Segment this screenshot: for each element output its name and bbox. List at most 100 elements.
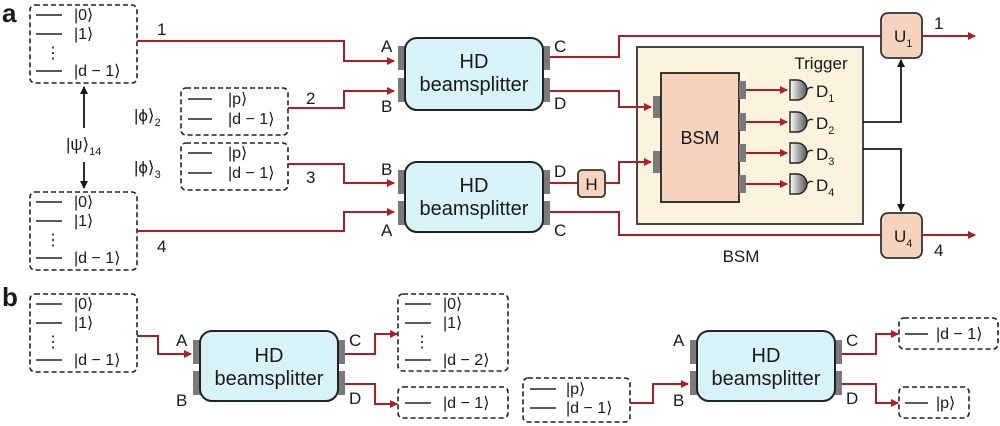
b-wire-d-left xyxy=(345,383,398,408)
b-wire-d-right xyxy=(842,383,899,407)
level-label: |p⟩ xyxy=(228,145,247,162)
trigger-signal-u1 xyxy=(863,59,905,123)
wire-d-to-bsm xyxy=(550,90,652,111)
level-label: |d − 1⟩ xyxy=(566,400,612,417)
level-label: |d − 1⟩ xyxy=(228,165,274,182)
trigger-signal-u4 xyxy=(863,148,905,212)
hd-beamsplitter-top: HD beamsplitter A B C D xyxy=(381,37,566,116)
wire-label-3: 3 xyxy=(306,168,315,187)
wire-4 xyxy=(137,208,395,232)
port-d: D xyxy=(554,162,566,181)
wire-c-to-u1 xyxy=(550,35,881,58)
wire-h-to-bsm xyxy=(605,158,652,184)
level-label: |p⟩ xyxy=(566,381,585,398)
trigger-label: Trigger xyxy=(794,54,848,73)
port-b: B xyxy=(381,97,392,116)
port-a: A xyxy=(176,331,188,350)
level-label: |1⟩ xyxy=(74,213,93,230)
level-label: |d − 2⟩ xyxy=(443,352,489,369)
port-c: C xyxy=(554,37,566,56)
panel-label-b: b xyxy=(2,282,18,312)
level-label: |d − 1⟩ xyxy=(228,111,274,128)
panel-label-a: a xyxy=(2,0,17,28)
port-d: D xyxy=(554,94,566,113)
level-label: |1⟩ xyxy=(443,315,462,332)
b-output-d-right-box: |p⟩ xyxy=(898,386,970,419)
bs-title: HD xyxy=(752,345,781,367)
unitary-label: U1 xyxy=(894,27,912,50)
detector-d1: D1 xyxy=(789,79,834,105)
hadamard-gate: H xyxy=(577,169,606,198)
level-label: |1⟩ xyxy=(74,315,93,332)
bs-subtitle: beamsplitter xyxy=(420,74,529,96)
b-wire-c-left xyxy=(345,330,398,355)
ellipsis: ⋮ xyxy=(45,232,61,249)
level-label: |0⟩ xyxy=(443,296,462,313)
bs-subtitle: beamsplitter xyxy=(420,198,529,220)
level-label: |d − 1⟩ xyxy=(74,250,120,267)
output-label-4: 4 xyxy=(934,241,943,260)
port-a: A xyxy=(673,331,685,350)
unitary-u1: U1 xyxy=(880,12,923,59)
phi2-box: |p⟩ |d − 1⟩ xyxy=(180,87,289,136)
unitary-label: U4 xyxy=(894,227,912,250)
detector-label: D3 xyxy=(816,145,834,168)
port-d: D xyxy=(349,389,361,408)
phi2-label: |ϕ⟩2 xyxy=(134,106,161,129)
qudit-4-box: |0⟩ |1⟩ ⋮ |d − 1⟩ xyxy=(29,191,138,271)
level-label: |0⟩ xyxy=(74,296,93,313)
detector-d4: D4 xyxy=(789,173,834,199)
port-c: C xyxy=(554,221,566,240)
ellipsis: ⋮ xyxy=(45,45,61,62)
port-a: A xyxy=(381,37,393,56)
level-label: |p⟩ xyxy=(228,91,247,108)
b-input-right-box: |p⟩ |d − 1⟩ xyxy=(522,377,631,423)
level-label: |p⟩ xyxy=(936,395,955,412)
level-label: |1⟩ xyxy=(74,26,93,43)
b-wire-c-right xyxy=(842,330,899,355)
bs-title: HD xyxy=(460,51,489,73)
level-label: |d − 1⟩ xyxy=(936,326,982,343)
wire-1 xyxy=(137,40,395,65)
detector-d2: D2 xyxy=(789,111,834,137)
level-label: |d − 1⟩ xyxy=(443,395,489,412)
output-label-1: 1 xyxy=(934,14,943,33)
bs-title: HD xyxy=(255,345,284,367)
detector-label: D4 xyxy=(816,176,834,199)
level-label: |0⟩ xyxy=(74,7,93,24)
bs-subtitle: beamsplitter xyxy=(712,368,821,390)
level-label: |d − 1⟩ xyxy=(74,352,120,369)
b-output-c-left-box: |0⟩ |1⟩ ⋮ |d − 2⟩ xyxy=(397,293,509,372)
port-b: B xyxy=(176,391,187,410)
b-wire-in-left xyxy=(137,335,192,358)
bsm-outer-label: BSM xyxy=(723,247,760,266)
ellipsis: ⋮ xyxy=(45,334,61,351)
hd-beamsplitter-bottom: HD beamsplitter B A D C xyxy=(381,160,566,240)
wire-c-to-u4 xyxy=(550,211,881,236)
wire-2 xyxy=(288,87,395,109)
b-hd-beamsplitter-left: HD beamsplitter A B C D xyxy=(176,330,361,410)
detectors: D1 D2 D3 D4 xyxy=(746,79,834,199)
wire-label-1: 1 xyxy=(157,20,166,39)
b-output-c-right-box: |d − 1⟩ xyxy=(898,317,999,350)
phi3-box: |p⟩ |d − 1⟩ xyxy=(180,142,289,191)
wire-label-4: 4 xyxy=(157,237,166,256)
port-c: C xyxy=(349,331,361,350)
wire-label-2: 2 xyxy=(306,89,315,108)
level-label: |0⟩ xyxy=(74,194,93,211)
qudit-1-box: |0⟩ |1⟩ ⋮ |d − 1⟩ xyxy=(29,4,138,84)
phi3-label: |ϕ⟩3 xyxy=(134,158,161,181)
level-label: |d − 1⟩ xyxy=(74,63,120,80)
b-output-d-left-box: |d − 1⟩ xyxy=(397,386,509,419)
bs-title: HD xyxy=(460,175,489,197)
port-b: B xyxy=(673,391,684,410)
detector-label: D2 xyxy=(816,114,834,137)
port-a: A xyxy=(381,221,393,240)
b-hd-beamsplitter-right: HD beamsplitter A B C D xyxy=(673,330,858,410)
port-b: B xyxy=(381,160,392,179)
bsm-block: BSM xyxy=(653,72,746,203)
b-input-left-box: |0⟩ |1⟩ ⋮ |d − 1⟩ xyxy=(29,293,138,373)
bsm-inner-label: BSM xyxy=(680,128,719,148)
unitary-u4: U4 xyxy=(880,212,923,259)
detector-d3: D3 xyxy=(789,142,834,168)
